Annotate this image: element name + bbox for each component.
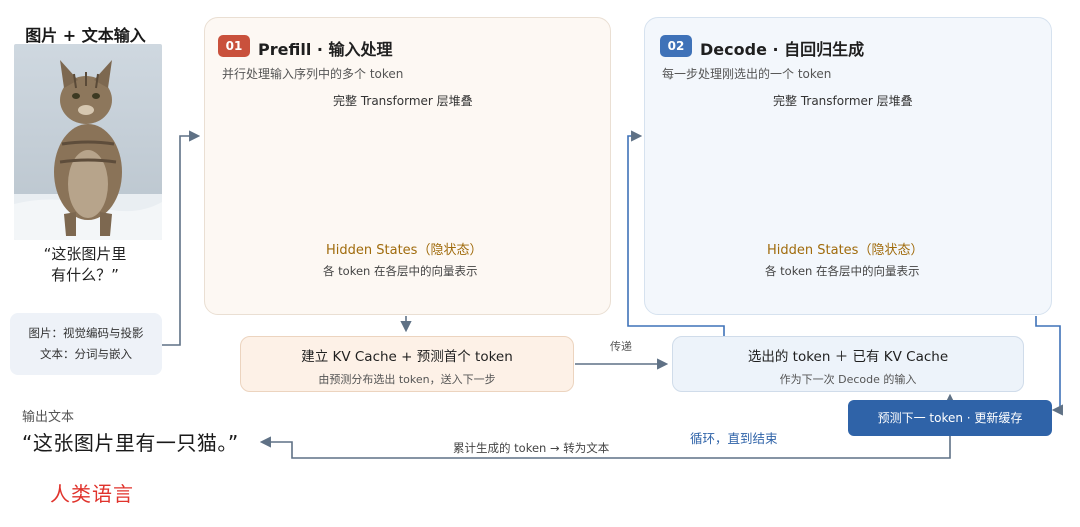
question-line-1: “这张图片里 [43, 245, 127, 263]
prefill-vector-caption: 各 token 在各层中的向量表示 [323, 264, 478, 278]
prefill-panel [204, 17, 611, 315]
predict-to-output-arrow [259, 436, 951, 459]
predict-next-token-button: 预测下一 token · 更新缓存 [848, 400, 1052, 436]
human-language-label: 人类语言 [50, 482, 134, 506]
input-to-prefill-arrow [162, 130, 201, 346]
decode-step-badge: 02 [660, 35, 692, 57]
decode-to-predict-arrow [1035, 316, 1063, 416]
encoding-image-line: 图片：视觉编码与投影 [28, 326, 144, 340]
decode-vector-caption: 各 token 在各层中的向量表示 [765, 264, 920, 278]
decode-panel [644, 17, 1052, 315]
selected-token-line-2: 作为下一次 Decode 的输入 [779, 373, 917, 386]
output-text: “这张图片里有一只猫。” [22, 431, 239, 455]
encoding-text-line: 文本：分词与嵌入 [40, 347, 132, 361]
decode-subtitle: 每一步处理刚选出的一个 token [662, 67, 832, 81]
decode-title: Decode · 自回归生成 [700, 40, 865, 59]
kv-cache-line-1: 建立 KV Cache + 预测首个 token [301, 349, 513, 365]
prefill-hidden-caption: Hidden States（隐状态） [326, 243, 483, 258]
accumulate-label: 累计生成的 token → 转为文本 [453, 441, 610, 455]
pass-label: 传递 [610, 340, 632, 353]
prefill-title: Prefill · 输入处理 [258, 40, 393, 59]
encoding-box: 图片：视觉编码与投影 文本：分词与嵌入 [10, 313, 162, 375]
selected-token-line-1: 选出的 token ＋ 已有 KV Cache [747, 349, 949, 365]
kv-cache-line-2: 由预测分布选出 token，送入下一步 [318, 373, 496, 386]
decode-layer-caption: 完整 Transformer 层堆叠 [773, 94, 913, 108]
selected-to-decode-arrow [627, 130, 725, 336]
input-title: 图片 + 文本输入 [25, 26, 146, 45]
kv-cache-box: 建立 KV Cache + 预测首个 token 由预测分布选出 token，送… [240, 336, 574, 392]
decode-hidden-caption: Hidden States（隐状态） [767, 243, 924, 258]
loop-label: 循环，直到结束 [690, 431, 778, 446]
prefill-subtitle: 并行处理输入序列中的多个 token [222, 67, 404, 81]
output-label: 输出文本 [22, 410, 75, 425]
question-line-2: 有什么？” [51, 266, 119, 284]
selected-token-box: 选出的 token ＋ 已有 KV Cache 作为下一次 Decode 的输入 [672, 336, 1024, 392]
prefill-step-badge: 01 [218, 35, 250, 57]
prefill-layer-caption: 完整 Transformer 层堆叠 [333, 94, 473, 108]
cat-photo [14, 44, 162, 240]
input-question: “这张图片里 有什么？” [20, 244, 150, 286]
